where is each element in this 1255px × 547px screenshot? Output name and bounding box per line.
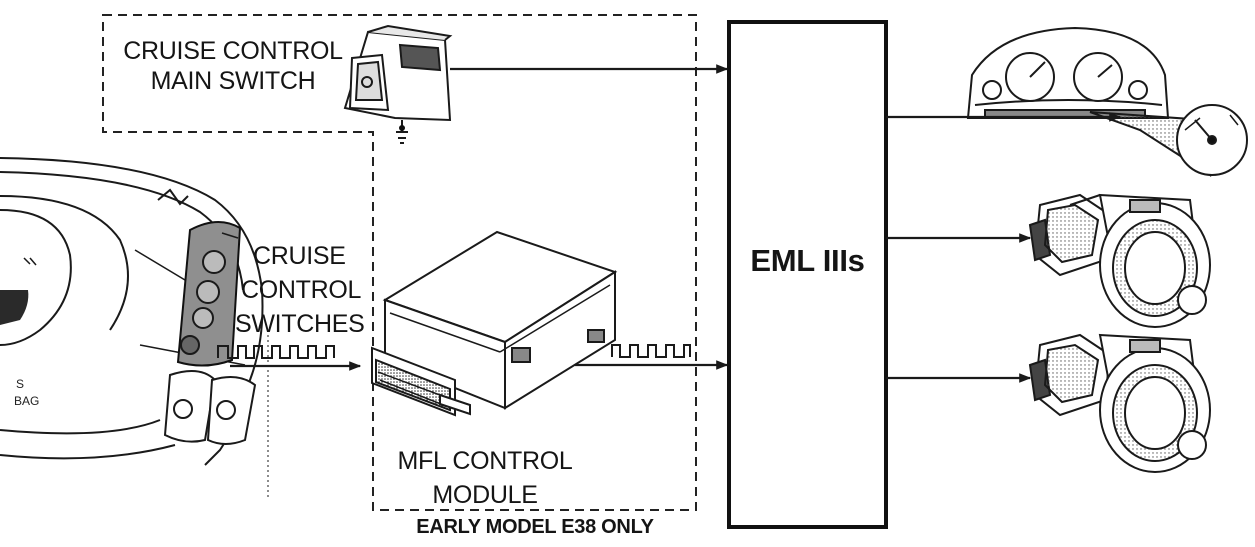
pulse-signal-icon bbox=[611, 344, 691, 358]
module-label: MFL CONTROL MODULE bbox=[380, 444, 590, 512]
switches-label-line1: CRUISE bbox=[253, 242, 346, 270]
early-model-dashed-boundary bbox=[102, 14, 697, 511]
main-switch-label-line2: MAIN SWITCH bbox=[150, 67, 316, 95]
switches-label-line3: SWITCHES bbox=[235, 310, 365, 338]
early-model-caption: EARLY MODEL E38 ONLY bbox=[416, 516, 654, 538]
main-switch-label: CRUISE CONTROL MAIN SWITCH bbox=[108, 36, 358, 96]
throttle-body-icon bbox=[1028, 193, 1211, 328]
rocker-switch-icon bbox=[343, 24, 453, 144]
airbag-fragment-2: BAG bbox=[14, 394, 39, 408]
main-switch-label-line1: CRUISE CONTROL bbox=[123, 37, 343, 65]
switches-label-line2: CONTROL bbox=[241, 276, 362, 304]
module-label-line1: MFL CONTROL bbox=[397, 447, 573, 475]
instrument-cluster-icon bbox=[966, 26, 1248, 177]
steering-wheel-icon bbox=[0, 157, 269, 500]
pulse-signal-icon bbox=[217, 345, 335, 359]
airbag-fragment-1: S bbox=[16, 377, 24, 391]
control-module-icon bbox=[371, 230, 618, 417]
throttle-body-icon bbox=[1028, 333, 1211, 473]
switches-label: CRUISE CONTROL SWITCHES bbox=[235, 239, 375, 341]
eml-label: EML IIIs bbox=[750, 243, 865, 278]
eml-control-unit bbox=[727, 20, 888, 529]
module-label-line2: MODULE bbox=[432, 481, 538, 509]
